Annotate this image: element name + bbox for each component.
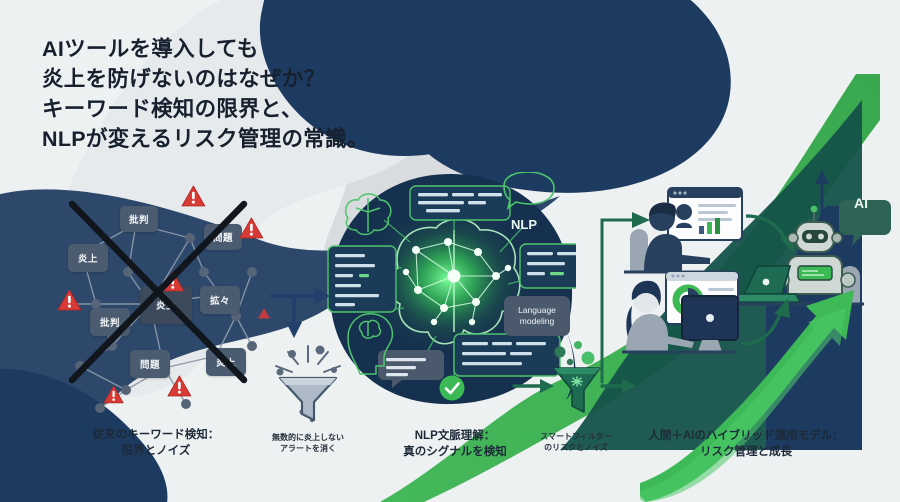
brain-outline-icon <box>344 193 392 236</box>
person-at-monitor-icon <box>624 187 743 274</box>
hybrid-human-ai-panel <box>600 187 891 384</box>
person-at-desktop-icon <box>622 271 739 354</box>
headline-line: 炎上を防げないのはなぜか？ <box>42 67 326 91</box>
nlp-caption: NLP文脈理解： 真のシグナルを検知 <box>372 428 538 460</box>
hybrid-caption: 人間＋AIのハイブリッド運用モデル： リスク管理と成長 <box>630 428 862 460</box>
document-card-icon <box>519 243 576 289</box>
funnel-icon <box>275 345 341 423</box>
nlp-badge <box>503 172 555 210</box>
branch-arrow-icon <box>270 288 330 338</box>
page-title: AIツールを導入しても 炎上を防げないのはなぜか？ キーワード検知の限界と、 N… <box>42 34 472 154</box>
caption-line: NLP文脈理解： <box>414 430 496 442</box>
headline-line: NLPが変えるリスク管理の常識。 <box>42 127 369 151</box>
caption-line: リスク管理と成長 <box>700 446 792 458</box>
growth-arrow-icon <box>640 290 854 502</box>
headline-line: キーワード検知の限界と、 <box>42 97 303 121</box>
caption-line: 従来のキーワード検知： <box>92 429 220 441</box>
document-card-icon <box>409 185 511 221</box>
chat-bubble-icon <box>378 350 444 388</box>
cross-out-x-icon <box>68 200 248 384</box>
robot-with-laptop-icon <box>728 205 864 306</box>
keyword-chip: 批判 <box>120 206 158 232</box>
language-modeling-badge: Language modeling <box>504 296 570 336</box>
head-brain-icon <box>347 313 394 375</box>
check-circle-icon <box>439 375 465 401</box>
caption-line: 限界とノイズ <box>121 445 191 457</box>
nlp-badge-label: NLP <box>511 216 537 232</box>
keyword-chip: 問題 <box>130 350 170 378</box>
keyword-chip: 拡々 <box>200 286 240 314</box>
caption-line: のリスクとノイズ <box>544 443 608 452</box>
legacy-caption: 従来のキーワード検知： 限界とノイズ <box>56 427 256 459</box>
caption-line: 無数的に炎上しない <box>272 433 344 442</box>
headline-line: AIツールを導入しても <box>42 37 259 61</box>
caption-line: アラートを消く <box>280 444 336 453</box>
nlp-context-panel <box>327 172 576 405</box>
smart-filter-caption: スマートフィルター のリスクとノイズ <box>518 431 634 453</box>
caption-line: スマートフィルター <box>540 432 612 441</box>
document-card-icon <box>327 245 397 313</box>
funnel-caption: 無数的に炎上しない アラートを消く <box>256 432 360 454</box>
ai-speech-bubble <box>839 200 891 246</box>
smart-funnel-icon <box>512 341 636 413</box>
caption-line: 真のシグナルを検知 <box>403 446 507 458</box>
ai-badge-label: AI <box>854 195 868 211</box>
keyword-chip: 炎上 <box>68 244 108 272</box>
caption-line: 人間＋AIのハイブリッド運用モデル： <box>648 430 844 442</box>
document-card-icon <box>453 333 561 377</box>
language-modeling-label: Language modeling <box>518 305 556 326</box>
up-arrow-icon <box>815 170 829 218</box>
